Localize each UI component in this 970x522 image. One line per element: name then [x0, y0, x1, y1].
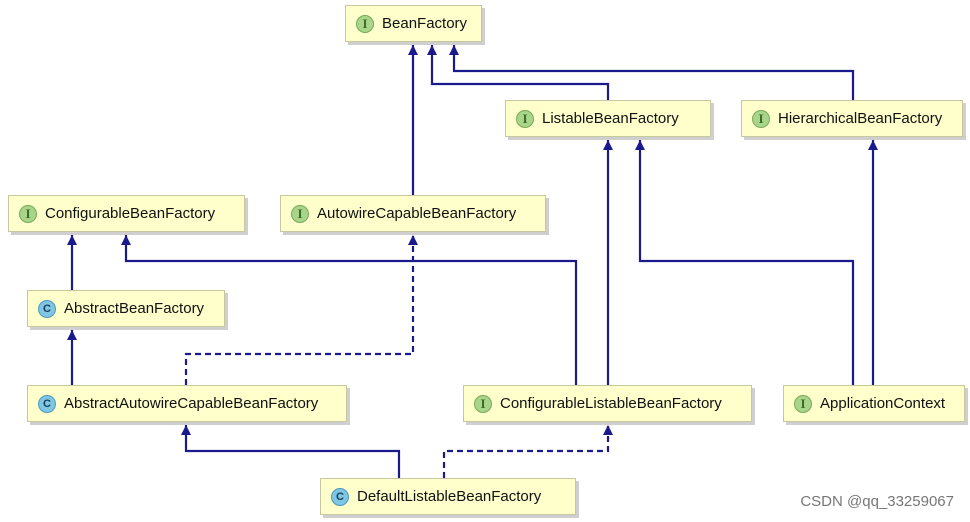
node-configurable-listable-bean-factory[interactable]: I ConfigurableListableBeanFactory [463, 385, 752, 422]
node-label: ConfigurableListableBeanFactory [500, 395, 722, 412]
arrowhead [603, 425, 613, 435]
class-icon: C [38, 299, 56, 318]
node-label: ConfigurableBeanFactory [45, 205, 216, 222]
arrowhead [67, 235, 77, 245]
interface-icon: I [19, 204, 37, 223]
node-default-listable-bean-factory[interactable]: C DefaultListableBeanFactory [320, 478, 576, 515]
interface-icon: I [291, 204, 309, 223]
arrowhead [427, 45, 437, 55]
arrowhead [868, 140, 878, 150]
arrowhead [635, 140, 645, 150]
interface-icon: I [752, 109, 770, 128]
edge-ListableBeanFactory-to-BeanFactory [430, 45, 610, 100]
edge-HierarchicalBeanFactory-to-BeanFactory [452, 45, 855, 100]
node-label: DefaultListableBeanFactory [357, 488, 542, 505]
node-autowire-capable-bean-factory[interactable]: I AutowireCapableBeanFactory [280, 195, 546, 232]
node-hierarchical-bean-factory[interactable]: I HierarchicalBeanFactory [741, 100, 963, 137]
arrowhead [408, 235, 418, 245]
node-label: BeanFactory [382, 15, 468, 32]
interface-icon: I [356, 14, 374, 33]
arrowhead [449, 45, 459, 55]
edge-DefaultListableBeanFactory-to-AbstractAutowireCapableBeanFactory [184, 425, 401, 478]
node-label: HierarchicalBeanFactory [778, 110, 943, 127]
edge-DefaultListableBeanFactory-to-ConfigurableListableBeanFactory [442, 425, 610, 478]
node-label: AbstractBeanFactory [64, 300, 205, 317]
node-configurable-bean-factory[interactable]: I ConfigurableBeanFactory [8, 195, 245, 232]
node-application-context[interactable]: I ApplicationContext [783, 385, 965, 422]
arrowhead [121, 235, 131, 245]
arrowhead [603, 140, 613, 150]
node-label: AbstractAutowireCapableBeanFactory [64, 395, 319, 412]
class-icon: C [38, 394, 56, 413]
node-bean-factory[interactable]: I BeanFactory [345, 5, 482, 42]
node-abstract-autowire-capable-bean-factory[interactable]: C AbstractAutowireCapableBeanFactory [27, 385, 347, 422]
edge-AbstractAutowireCapableBeanFactory-to-AutowireCapableBeanFactory [184, 235, 415, 385]
edge-ConfigurableListableBeanFactory-to-ConfigurableBeanFactory [124, 235, 578, 385]
arrowhead [408, 45, 418, 55]
arrowhead [67, 330, 77, 340]
interface-icon: I [474, 394, 492, 413]
arrowhead [181, 425, 191, 435]
watermark: CSDN @qq_33259067 [800, 493, 954, 510]
interface-icon: I [794, 394, 812, 413]
class-icon: C [331, 487, 349, 506]
edge-ApplicationContext-to-ListableBeanFactory [638, 140, 855, 385]
node-label: ListableBeanFactory [542, 110, 679, 127]
interface-icon: I [516, 109, 534, 128]
node-abstract-bean-factory[interactable]: C AbstractBeanFactory [27, 290, 225, 327]
node-label: AutowireCapableBeanFactory [317, 205, 517, 222]
node-listable-bean-factory[interactable]: I ListableBeanFactory [505, 100, 711, 137]
node-label: ApplicationContext [820, 395, 946, 412]
